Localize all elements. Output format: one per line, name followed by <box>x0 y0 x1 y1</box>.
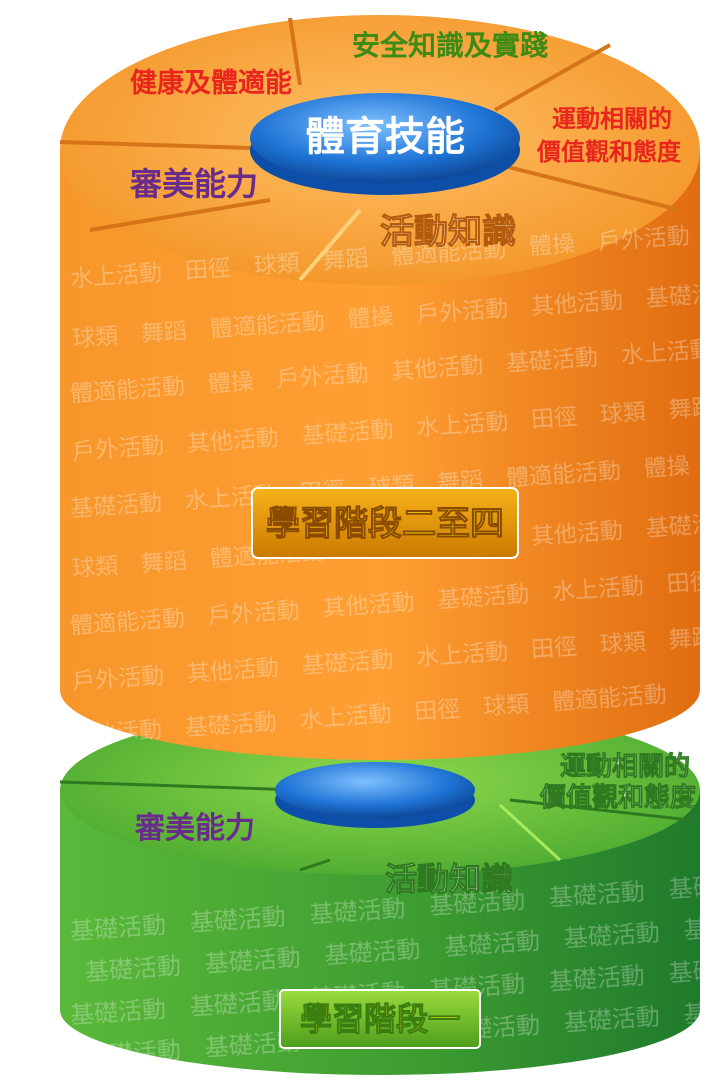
stage1-cylinder: 基礎活動 基礎活動 基礎活動 基礎活動 基礎活動 基礎活動 基礎活動 基礎活動 … <box>59 705 700 1075</box>
stage1-banner-label: 學習階段一 <box>300 1000 460 1038</box>
knowledge-label: 活動知識 <box>380 212 516 252</box>
health-fitness-label: 健康及體適能 <box>130 67 292 99</box>
stage1-values-label-line1: 運動相關的 <box>560 751 690 782</box>
center-stem <box>275 762 475 828</box>
values-label-line1: 運動相關的 <box>552 105 672 133</box>
values-label-line2: 價值觀和態度 <box>536 138 682 166</box>
aesthetic-label: 審美能力 <box>129 165 258 203</box>
stage1-aesthetic-label: 審美能力 <box>134 811 255 846</box>
stage2-4-cylinder: 水上活動 田徑 球類 舞蹈 體適能活動 體操 戶外活動 球類 舞蹈 體適能活動 … <box>59 15 700 760</box>
stage2-4-side <box>60 150 700 760</box>
stage2-4-banner-label: 學習階段二至四 <box>266 504 504 544</box>
stage1-values-label-line2: 價值觀和態度 <box>539 782 696 813</box>
stage1-knowledge-label: 活動知識 <box>385 860 513 898</box>
center-skills-label: 體育技能 <box>305 114 465 160</box>
stage2-4-banner <box>251 487 519 559</box>
center-skills-disc: 體育技能 <box>250 93 520 195</box>
safety-label: 安全知識及實踐 <box>352 29 548 62</box>
stage1-banner <box>279 989 481 1049</box>
